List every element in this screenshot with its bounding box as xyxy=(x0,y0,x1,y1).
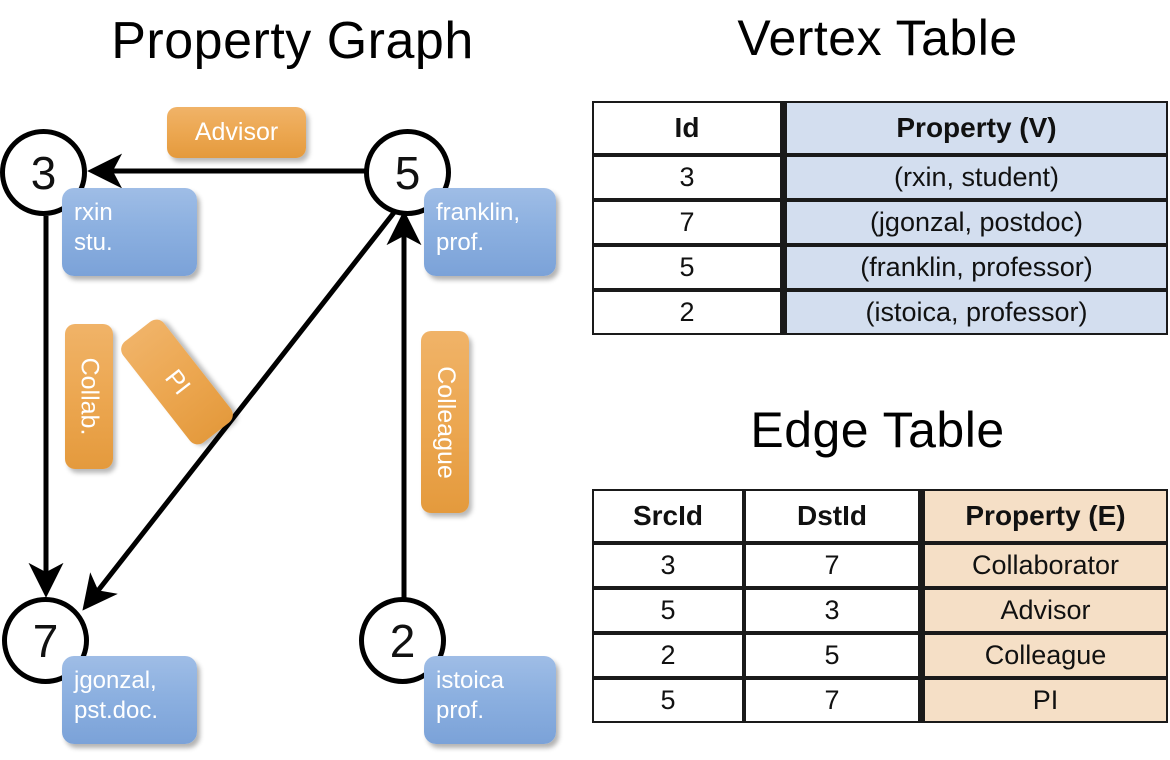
page-title-vertex-table: Vertex Table xyxy=(737,10,1018,66)
edge-label-collab-text: Collab. xyxy=(75,357,104,436)
edge-cell-srcid: 5 xyxy=(592,588,744,633)
edge-cell-property: Advisor xyxy=(920,588,1168,633)
vertex-cell-property: (istoica, professor) xyxy=(782,290,1168,335)
graph-edges-svg xyxy=(28,153,422,611)
vertex-cell-property: (franklin, professor) xyxy=(782,245,1168,290)
vertex-cell-id: 2 xyxy=(592,290,782,335)
vertex-table-header-row: Id Property (V) xyxy=(592,101,1168,155)
table-row[interactable]: 3 (rxin, student) xyxy=(592,155,1168,200)
property-graph-diagram: 3 5 7 2 rxin stu. franklin, prof. jgonza… xyxy=(0,107,556,744)
graph-node-7-label: 7 xyxy=(32,614,59,667)
vertex-cell-id: 5 xyxy=(592,245,782,290)
edge-cell-property: PI xyxy=(920,678,1168,723)
graph-node-3-label: 3 xyxy=(30,146,57,199)
edge-label-advisor-text: Advisor xyxy=(194,118,279,146)
vertex-cell-property: (jgonzal, postdoc) xyxy=(782,200,1168,245)
edge-label-colleague-text: Colleague xyxy=(431,365,460,479)
vertex-cell-id: 3 xyxy=(592,155,782,200)
edge-label-pi-text: PI xyxy=(159,363,196,400)
edge-cell-dstid: 7 xyxy=(744,678,920,723)
graph-node-2-label: 2 xyxy=(389,614,416,667)
edge-table-header-property: Property (E) xyxy=(920,489,1168,543)
edge-cell-srcid: 2 xyxy=(592,633,744,678)
table-row[interactable]: 3 7 Collaborator xyxy=(592,543,1168,588)
edge-cell-srcid: 3 xyxy=(592,543,744,588)
edge-table: SrcId DstId Property (E) 3 7 Collaborato… xyxy=(592,489,1168,723)
edge-cell-srcid: 5 xyxy=(592,678,744,723)
edge-label-colleague[interactable]: Colleague xyxy=(421,331,469,513)
edge-cell-property: Colleague xyxy=(920,633,1168,678)
node-property-box-istoica[interactable]: istoica prof. xyxy=(424,656,556,744)
edge-cell-dstid: 7 xyxy=(744,543,920,588)
edge-table-header-srcid: SrcId xyxy=(592,489,744,543)
vertex-table-header-property: Property (V) xyxy=(782,101,1168,155)
table-row[interactable]: 5 3 Advisor xyxy=(592,588,1168,633)
page-title-property-graph: Property Graph xyxy=(111,12,474,70)
graph-node-2[interactable]: 2 xyxy=(359,597,446,684)
graph-node-5[interactable]: 5 xyxy=(364,129,451,216)
node-property-box-franklin[interactable]: franklin, prof. xyxy=(424,188,556,276)
node-property-box-rxin[interactable]: rxin stu. xyxy=(62,188,197,276)
edge-cell-dstid: 3 xyxy=(744,588,920,633)
edge-table-header-row: SrcId DstId Property (E) xyxy=(592,489,1168,543)
table-row[interactable]: 2 (istoica, professor) xyxy=(592,290,1168,335)
table-row[interactable]: 5 (franklin, professor) xyxy=(592,245,1168,290)
node-property-box-jgonzal[interactable]: jgonzal, pst.doc. xyxy=(62,656,197,744)
graph-node-5-label: 5 xyxy=(394,146,421,199)
vertex-cell-id: 7 xyxy=(592,200,782,245)
table-row[interactable]: 2 5 Colleague xyxy=(592,633,1168,678)
table-row[interactable]: 5 7 PI xyxy=(592,678,1168,723)
edge-label-advisor[interactable]: Advisor xyxy=(167,107,306,158)
table-row[interactable]: 7 (jgonzal, postdoc) xyxy=(592,200,1168,245)
edge-label-collab[interactable]: Collab. xyxy=(65,324,113,469)
edge-table-header-dstid: DstId xyxy=(744,489,920,543)
edge-cell-dstid: 5 xyxy=(744,633,920,678)
vertex-table-header-id: Id xyxy=(592,101,782,155)
edge-cell-property: Collaborator xyxy=(920,543,1168,588)
vertex-table: Id Property (V) 3 (rxin, student) 7 (jgo… xyxy=(592,101,1168,335)
vertex-cell-property: (rxin, student) xyxy=(782,155,1168,200)
page-title-edge-table: Edge Table xyxy=(750,402,1005,458)
edge-line-pi xyxy=(82,208,398,611)
